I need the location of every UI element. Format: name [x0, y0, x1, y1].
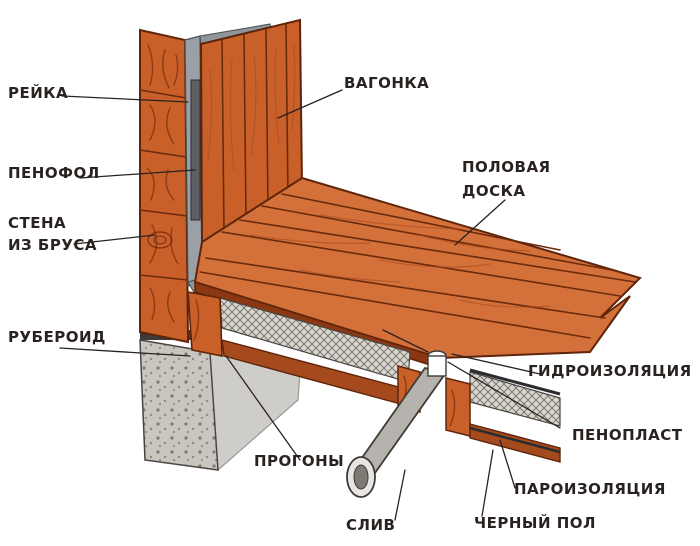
label-doska-line1: ПОЛОВАЯ — [462, 158, 551, 176]
label-progony: ПРОГОНЫ — [254, 452, 344, 470]
label-gidroizolyatsiya: ГИДРОИЗОЛЯЦИЯ — [528, 362, 692, 380]
paroizolyatsiya-layer — [469, 426, 561, 454]
label-penofol: ПЕНОФОЛ — [8, 164, 100, 182]
concrete-foundation — [139, 339, 301, 472]
leader-lines — [59, 89, 561, 521]
label-ruberoid: РУБЕРОИД — [8, 328, 106, 346]
label-stena-line2: ИЗ БРУСА — [8, 236, 97, 254]
progony-joists — [187, 291, 561, 463]
label-stena-line1: СТЕНА — [8, 214, 66, 232]
gidroizolyatsiya-layer — [469, 368, 561, 396]
label-sliv: СЛИВ — [346, 516, 395, 534]
sliv-drain — [346, 350, 447, 498]
vagonka-lining — [199, 18, 304, 244]
label-cherny-pol: ЧЕРНЫЙ ПОЛ — [474, 513, 596, 532]
label-doska-line2: ДОСКА — [462, 182, 526, 200]
label-reyka: РЕЙКА — [8, 83, 68, 102]
timber-wall — [139, 28, 190, 344]
label-penoplast: ПЕНОПЛАСТ — [572, 426, 683, 444]
reyka-batten — [190, 79, 201, 221]
label-vagonka: ВАГОНКА — [344, 74, 429, 92]
label-paroizolyatsiya: ПАРОИЗОЛЯЦИЯ — [514, 480, 666, 498]
